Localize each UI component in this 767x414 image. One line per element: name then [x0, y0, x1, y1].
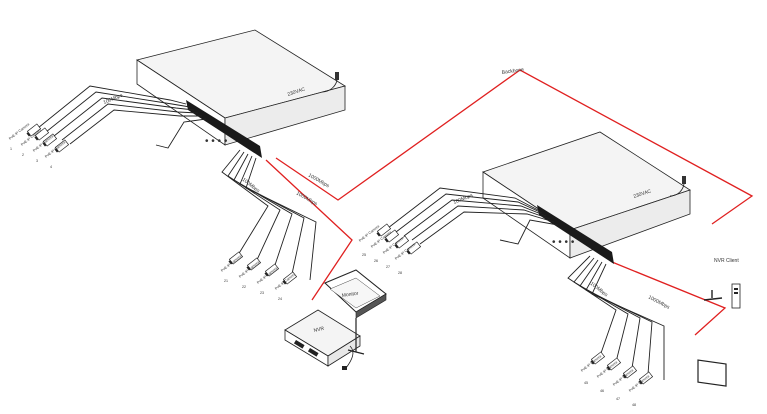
nvr-uplink-cable — [265, 159, 353, 301]
monitor-label: Monitor — [341, 291, 359, 299]
nvr-label: NVR — [313, 326, 325, 334]
switch-b-dots: • • • • — [552, 237, 575, 248]
camera-number: 46 — [600, 389, 604, 393]
link-label-b-uplink: 1000Mbps — [647, 294, 671, 310]
camera-label: PoE IP Camera — [220, 254, 242, 272]
camera-number: 22 — [242, 285, 246, 289]
nvr-client-pc: NVR Client — [697, 258, 741, 387]
camera — [54, 139, 70, 153]
camera-number: 25 — [362, 253, 366, 257]
camera — [622, 365, 638, 379]
camera — [606, 357, 622, 371]
camera — [42, 133, 58, 147]
switch-a: 230VAC • • • • — [136, 29, 346, 158]
camera — [376, 223, 392, 237]
camera — [638, 371, 654, 385]
camera — [590, 351, 606, 365]
camera-number: 21 — [224, 279, 228, 283]
camera — [394, 235, 410, 249]
red-uplink-cables — [265, 69, 754, 336]
camera-group-45-48: PoE IP Camera PoE IP Camera PoE IP Camer… — [580, 351, 654, 407]
camera-label: PoE IP Camera — [274, 272, 296, 290]
camera-label: PoE IP Camera — [596, 360, 618, 378]
camera-number: 28 — [398, 271, 402, 275]
camera-number: 1 — [10, 147, 12, 151]
client-uplink-cable — [611, 261, 727, 336]
switch-a-ports — [186, 100, 262, 158]
monitor-device: Monitor — [321, 269, 387, 355]
switch-b: 230VAC • • • • — [482, 131, 691, 264]
switch-a-power-label: 230VAC — [287, 86, 307, 97]
camera — [406, 241, 422, 255]
switch-b-power-label: 230VAC — [633, 188, 653, 199]
camera — [282, 271, 298, 285]
camera-label: PoE IP Camera — [628, 374, 650, 392]
camera-number: 27 — [386, 265, 390, 269]
link-label-a-uplink-2: 1000Mbps — [295, 191, 319, 208]
camera — [384, 229, 400, 243]
switch-b-ports — [537, 205, 614, 264]
camera-group-25-28: PoE IP Camera PoE IP Camera PoE IP Camer… — [358, 223, 422, 275]
camera-label: PoE IP Camera — [612, 368, 634, 386]
camera-number: 2 — [22, 153, 24, 157]
camera-group-21-24: PoE IP Camera PoE IP Camera PoE IP Camer… — [220, 251, 298, 301]
backbone-cable — [275, 69, 754, 225]
link-label-backbone: Backbone — [501, 67, 524, 76]
camera-number: 26 — [374, 259, 378, 263]
link-label-b-100mbps: 100Mbps — [453, 192, 475, 205]
camera-number: 23 — [260, 291, 264, 295]
client-label: NVR Client — [714, 258, 739, 264]
switch-a-dots: • • • • — [205, 136, 228, 147]
camera-label: PoE IP Camera — [238, 260, 260, 278]
camera — [264, 263, 280, 277]
camera — [26, 123, 42, 137]
camera — [228, 251, 244, 265]
camera-label: PoE IP Camera — [256, 266, 278, 284]
camera-label: PoE IP Camera — [580, 354, 602, 372]
camera-group-1-4: PoE IP Camera PoE IP Camera PoE IP Camer… — [8, 122, 70, 169]
camera-number: 45 — [584, 381, 588, 385]
camera-number: 3 — [36, 159, 38, 163]
camera-number: 48 — [632, 403, 636, 407]
camera-number: 47 — [616, 397, 620, 401]
camera-cables — [37, 85, 665, 380]
camera-number: 4 — [50, 165, 52, 169]
nvr-device: NVR — [284, 309, 361, 370]
camera — [246, 257, 262, 271]
camera-number: 24 — [278, 297, 282, 301]
camera — [34, 127, 50, 141]
